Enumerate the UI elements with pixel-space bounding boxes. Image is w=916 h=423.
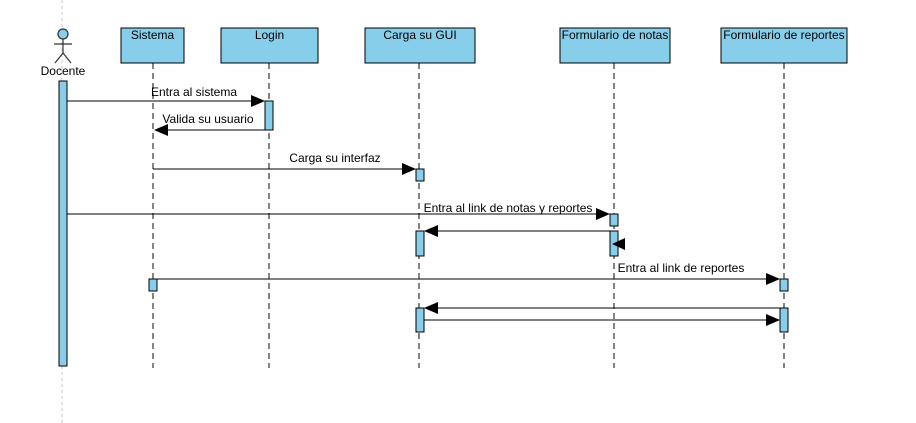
arrowhead-icon xyxy=(424,302,438,314)
arrowhead-icon xyxy=(424,225,438,237)
participant-login[interactable]: Login xyxy=(220,27,319,64)
participant-label-login: Login xyxy=(255,28,284,42)
arrowhead-icon xyxy=(154,124,168,136)
actor-docente[interactable]: Docente xyxy=(41,28,86,78)
activation-reportes-2 xyxy=(779,307,789,333)
message-label: Entra al sistema xyxy=(151,85,237,99)
arrowhead-icon xyxy=(402,163,416,175)
participant-reportes[interactable]: Formulario de reportes xyxy=(720,27,848,64)
activation-sistema xyxy=(148,278,158,292)
arrowhead-icon xyxy=(612,238,625,250)
message-notas-self[interactable] xyxy=(612,238,625,250)
message-reportes-to-gui[interactable] xyxy=(424,302,780,314)
message-entra-link-notas[interactable]: Entra al link de notas y reportes xyxy=(67,201,610,220)
message-label: Carga su interfaz xyxy=(289,151,380,165)
activation-gui-1 xyxy=(415,168,425,182)
participant-gui[interactable]: Carga su GUI xyxy=(364,27,476,64)
message-label: Entra al link de notas y reportes xyxy=(424,201,593,215)
activation-notas-1 xyxy=(609,213,619,227)
message-entra-al-sistema[interactable]: Entra al sistema xyxy=(67,85,265,107)
arrowhead-icon xyxy=(766,273,780,285)
message-label: Valida su usuario xyxy=(162,112,253,126)
arrowhead-icon xyxy=(251,95,265,107)
activation-gui-2 xyxy=(415,230,425,257)
participant-label-notas: Formulario de notas xyxy=(562,28,669,42)
message-gui-to-reportes[interactable] xyxy=(424,314,780,326)
stick-figure-icon xyxy=(54,28,72,64)
activation-login xyxy=(264,100,274,131)
participant-notas[interactable]: Formulario de notas xyxy=(559,27,671,64)
arrowhead-icon xyxy=(766,314,780,326)
message-entra-link-reportes[interactable]: Entra al link de reportes xyxy=(157,261,780,285)
participant-sistema[interactable]: Sistema xyxy=(120,27,185,64)
activation-gui-3 xyxy=(415,307,425,333)
arrowhead-icon xyxy=(596,208,610,220)
participant-label-reportes: Formulario de reportes xyxy=(723,28,844,42)
message-notas-to-gui[interactable] xyxy=(424,225,610,237)
participant-label-gui: Carga su GUI xyxy=(383,28,456,42)
message-carga-su-interfaz[interactable]: Carga su interfaz xyxy=(153,151,416,175)
activation-reportes-1 xyxy=(779,278,789,292)
activation-docente xyxy=(58,80,68,367)
message-label: Entra al link de reportes xyxy=(618,261,745,275)
message-valida-su-usuario[interactable]: Valida su usuario xyxy=(154,112,265,136)
participant-label-sistema: Sistema xyxy=(131,28,175,42)
actor-label: Docente xyxy=(41,64,86,78)
